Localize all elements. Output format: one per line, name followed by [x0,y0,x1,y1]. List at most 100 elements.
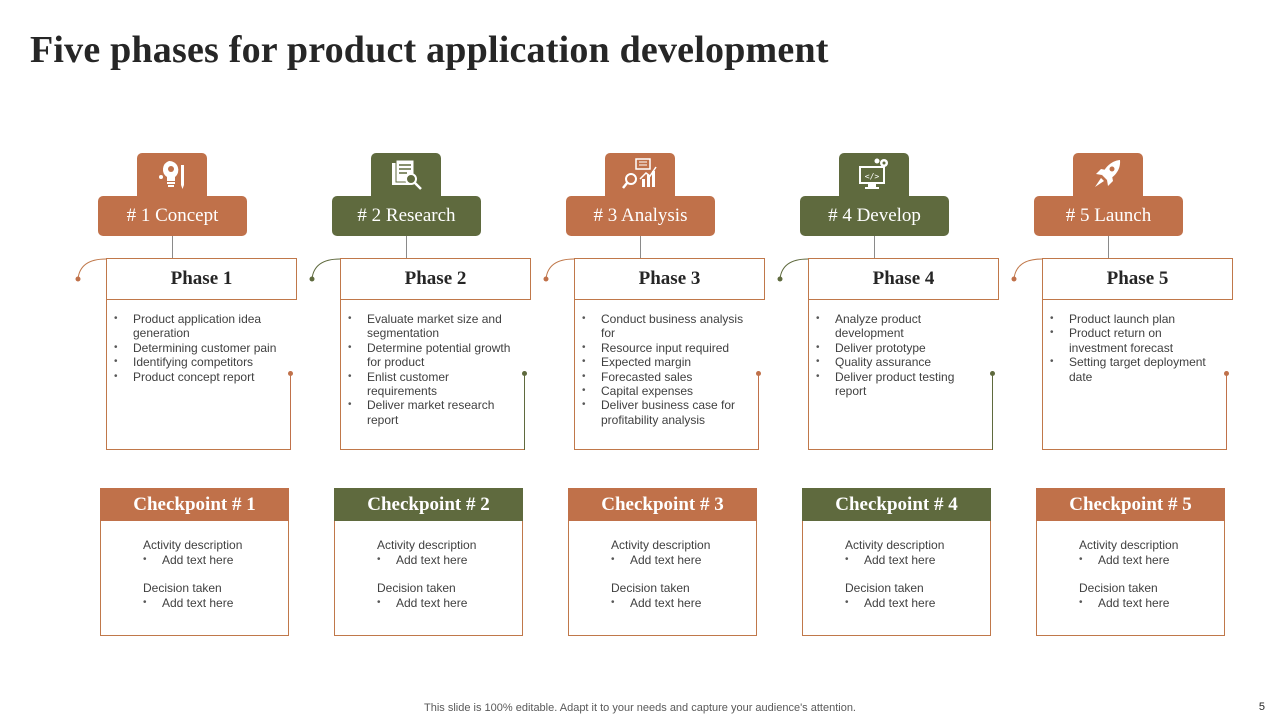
bullet-item: Deliver market research report [348,398,517,427]
checkpoint-body: Activity description Add text here Decis… [100,521,289,636]
phase-bullets: Evaluate market size and segmentationDet… [340,300,525,450]
bullet-item: Identifying competitors [114,355,283,370]
activity-label: Activity description [377,538,477,552]
checkpoint-body: Activity description Add text here Decis… [568,521,757,636]
decision-label: Decision taken [1079,581,1158,595]
side-connector-dot [1224,371,1229,376]
checkpoint-body: Activity description Add text here Decis… [1036,521,1225,636]
bullet-item: Product concept report [114,370,283,385]
decision-item: Add text here [845,596,990,611]
phase-bullets: Analyze product developmentDeliver proto… [808,300,993,450]
checkpoint-header: Checkpoint # 5 [1036,488,1225,521]
checkpoint-body: Activity description Add text here Decis… [802,521,991,636]
connector-stem [172,236,173,259]
bullet-item: Analyze product development [816,312,985,341]
icon-tab [371,153,441,197]
activity-item: Add text here [845,553,990,568]
side-connector-line [992,374,993,450]
side-connector-line [524,374,525,450]
checkpoint-header: Checkpoint # 3 [568,488,757,521]
bullet-item: Deliver business case for profitability … [582,398,751,427]
connector-stem [406,236,407,259]
side-connector-dot [522,371,527,376]
bullet-item: Setting target deployment date [1050,355,1219,384]
bullet-item: Resource input required [582,341,751,356]
activity-label: Activity description [845,538,945,552]
rocket-icon [1095,160,1121,187]
lightbulb-gear-icon [159,160,184,189]
activity-label: Activity description [1079,538,1179,552]
decision-item: Add text here [1079,596,1224,611]
side-connector-dot [288,371,293,376]
icon-tab [137,153,207,197]
phase-label: # 5 Launch [1034,196,1183,236]
connector-curve [75,258,107,282]
activity-item: Add text here [611,553,756,568]
phase-bullets: Conduct business analysis forResource in… [574,300,759,450]
connector-stem [640,236,641,259]
phase-column-5: # 5 Launch Phase 5 Product launch planPr… [1011,0,1248,720]
monitor-code-gear-icon: </> [859,158,888,189]
decision-item: Add text here [377,596,522,611]
phase-heading: Phase 4 [808,258,999,300]
side-connector-dot [990,371,995,376]
icon-tab [605,153,675,197]
phase-heading: Phase 3 [574,258,765,300]
activity-label: Activity description [611,538,711,552]
decision-item: Add text here [611,596,756,611]
checkpoint-header: Checkpoint # 4 [802,488,991,521]
bullet-item: Deliver product testing report [816,370,985,399]
connector-curve [1011,258,1043,282]
phase-column-1: # 1 Concept Phase 1 Product application … [75,0,312,720]
phase-bullets: Product launch planProduct return on inv… [1042,300,1227,450]
phase-column-3: # 3 Analysis Phase 3 Conduct business an… [543,0,780,720]
page-number: 5 [1258,701,1265,713]
side-connector-line [1226,374,1227,450]
phase-heading: Phase 5 [1042,258,1233,300]
connector-curve [543,258,575,282]
checkpoint-header: Checkpoint # 1 [100,488,289,521]
activity-item: Add text here [143,553,288,568]
connector-stem [874,236,875,259]
phase-bullets: Product application idea generationDeter… [106,300,291,450]
bullet-item: Conduct business analysis for [582,312,751,341]
activity-item: Add text here [377,553,522,568]
decision-label: Decision taken [377,581,456,595]
decision-label: Decision taken [143,581,222,595]
bullet-item: Capital expenses [582,384,751,399]
connector-curve [309,258,341,282]
connector-curve [777,258,809,282]
phase-column-2: # 2 Research Phase 2 Evaluate market siz… [309,0,546,720]
phase-column-4: </> # 4 Develop Phase 4 Analyze product … [777,0,1014,720]
phase-label: # 4 Develop [800,196,949,236]
activity-item: Add text here [1079,553,1224,568]
bullet-item: Product application idea generation [114,312,283,341]
phase-heading: Phase 1 [106,258,297,300]
bullet-item: Expected margin [582,355,751,370]
checkpoint-body: Activity description Add text here Decis… [334,521,523,636]
footer-note: This slide is 100% editable. Adapt it to… [424,702,856,714]
document-magnifier-icon [392,159,422,190]
decision-label: Decision taken [845,581,924,595]
bullet-item: Evaluate market size and segmentation [348,312,517,341]
phase-label: # 1 Concept [98,196,247,236]
checkpoint-header: Checkpoint # 2 [334,488,523,521]
phase-heading: Phase 2 [340,258,531,300]
icon-tab [1073,153,1143,197]
bullet-item: Enlist customer requirements [348,370,517,399]
bullet-item: Determine potential growth for product [348,341,517,370]
bullet-item: Deliver prototype [816,341,985,356]
decision-item: Add text here [143,596,288,611]
side-connector-line [290,374,291,450]
decision-label: Decision taken [611,581,690,595]
bullet-item: Product return on investment forecast [1050,326,1219,355]
slide-title: Five phases for product application deve… [30,29,829,71]
phase-label: # 3 Analysis [566,196,715,236]
activity-label: Activity description [143,538,243,552]
analytics-chart-icon [622,158,657,189]
side-connector-line [758,374,759,450]
bullet-item: Forecasted sales [582,370,751,385]
icon-tab: </> [839,153,909,197]
bullet-item: Determining customer pain [114,341,283,356]
svg-text:</>: </> [865,172,880,181]
